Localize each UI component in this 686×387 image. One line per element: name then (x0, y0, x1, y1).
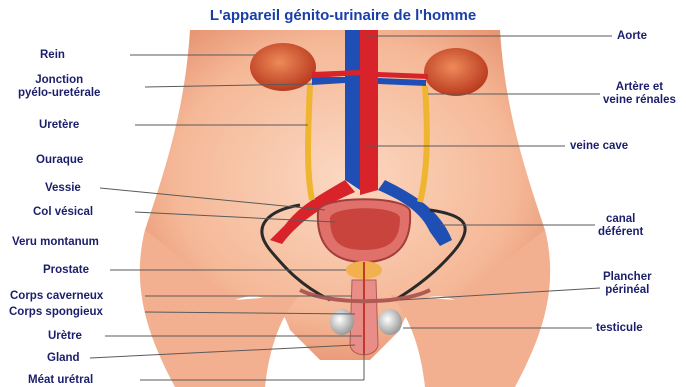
label-testicule: testicule (596, 322, 643, 335)
label-jonction: Jonction pyélo-uretérale (18, 74, 100, 100)
label-rein: Rein (40, 49, 65, 62)
label-uretere: Uretère (39, 119, 79, 132)
right-kidney (424, 48, 488, 96)
vena-cava (345, 30, 360, 190)
label-prostate: Prostate (43, 264, 89, 277)
label-veine-cave: veine cave (570, 140, 628, 153)
label-col-vesical: Col vésical (33, 206, 93, 219)
label-corps-spongieux: Corps spongieux (9, 306, 103, 319)
label-veru-montanum: Veru montanum (12, 236, 99, 249)
label-meat-uretral: Méat urétral (28, 374, 93, 387)
left-testicle (330, 309, 354, 335)
aorta (360, 30, 378, 195)
label-vessie: Vessie (45, 182, 81, 195)
right-testicle (378, 309, 402, 335)
label-corps-caverneux: Corps caverneux (10, 290, 103, 303)
label-gland: Gland (47, 352, 80, 365)
label-artere-veine: Artère et veine rénales (603, 81, 676, 107)
label-aorte: Aorte (617, 30, 647, 43)
label-ouraque: Ouraque (36, 154, 83, 167)
bladder-inner (330, 208, 400, 250)
label-canal-deferent: canal déférent (598, 213, 643, 239)
label-plancher-perineal: Plancher périnéal (603, 271, 652, 297)
label-uretre: Urètre (48, 330, 82, 343)
